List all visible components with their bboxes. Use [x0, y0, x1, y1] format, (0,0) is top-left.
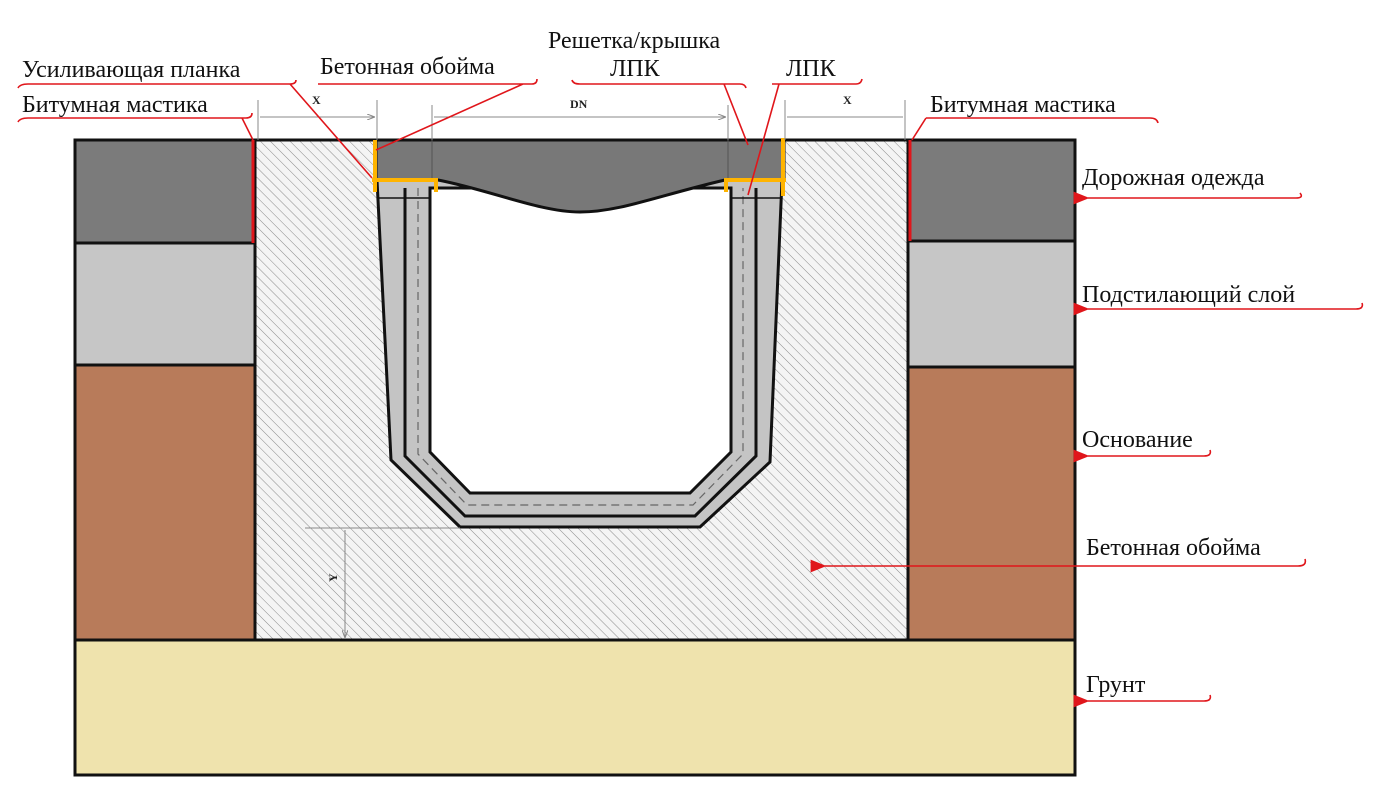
- arrow-soil: [1073, 694, 1212, 708]
- label-lpk-left: ЛПК: [610, 56, 661, 82]
- dim-y: Y: [326, 573, 340, 582]
- label-underlayer: Подстилающий слой: [1082, 282, 1295, 308]
- underlayer-left: [73, 241, 257, 367]
- underlayer-right: [906, 239, 1077, 369]
- label-bitumen-right: Битумная мастика: [930, 92, 1116, 118]
- reinforcing-strip-right: [724, 138, 786, 196]
- dim-x-left: X: [312, 93, 321, 107]
- label-base: Основание: [1082, 427, 1193, 453]
- label-grate-cover: Решетка/крышка: [548, 28, 720, 54]
- leader-reinforcing-strip: [17, 79, 373, 179]
- label-lpk-right: ЛПК: [786, 56, 837, 82]
- base-layer-right: [906, 365, 1077, 642]
- dim-dn: DN: [570, 97, 588, 111]
- label-reinforcing-strip: Усиливающая планка: [22, 57, 241, 83]
- road-layer-right: [906, 138, 1077, 243]
- leader-bitumen-right: [911, 117, 1159, 141]
- label-road-pavement: Дорожная одежда: [1082, 165, 1265, 191]
- label-concrete-right: Бетонная обойма: [1086, 535, 1261, 561]
- dim-x-right: X: [843, 93, 852, 107]
- channel-inner-wall: [403, 188, 758, 518]
- soil-layer: [73, 638, 1077, 777]
- channel-axis-dashed: [417, 188, 744, 506]
- base-layer-left: [73, 363, 257, 642]
- label-concrete-top: Бетонная обойма: [320, 54, 495, 80]
- leader-grate-cover: [571, 79, 749, 146]
- leader-lpk-right: [747, 78, 863, 196]
- channel-cavity: [428, 186, 733, 495]
- label-soil: Грунт: [1086, 672, 1146, 698]
- grate-cover: [374, 138, 786, 214]
- reinforcing-strip-left: [372, 140, 438, 192]
- leader-bitumen-left: [17, 112, 254, 141]
- arrow-underlayer: [1073, 302, 1364, 316]
- road-layer-left: [73, 138, 257, 245]
- arrow-concrete-right: [810, 558, 1307, 573]
- arrow-base: [1073, 449, 1212, 463]
- arrow-road-pavement: [1073, 191, 1303, 205]
- leader-concrete-top: [318, 78, 538, 151]
- label-bitumen-left: Битумная мастика: [22, 92, 208, 118]
- dimension-lines: [257, 100, 906, 638]
